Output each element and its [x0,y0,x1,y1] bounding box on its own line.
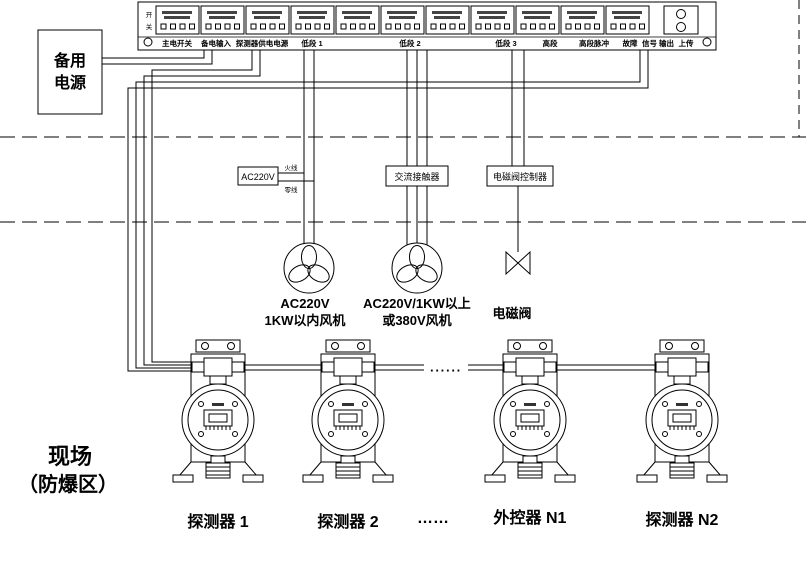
device-label-ellipsis: …… [417,510,449,527]
power-switch-on-label: 开 [146,11,153,19]
terminal-block [245,5,290,35]
terminal-label-high-pulse: 高段脉冲 [579,38,609,48]
terminal-block [380,5,425,35]
valve-controller-box: 电磁阀控制器 [486,165,554,187]
mount-hole-left [143,37,153,47]
terminal-label-low-3: 低段 3 [494,38,516,48]
zone-label-line2: （防爆区） [18,472,118,496]
terminal-block [290,5,335,35]
terminal-label-backup-input: 备电输入 [200,38,231,48]
ac220v-label: AC220V [241,172,275,182]
solenoid-valve-label: 电磁阀 [492,306,531,321]
device-label-detector-1: 探测器 1 [187,512,248,531]
terminal-block [605,5,650,35]
device-label-controller-n1: 外控器 N1 [493,508,567,527]
bus-wire-1 [151,50,253,363]
external-controller-n1 [484,339,576,483]
terminal-label-low-2: 低段 2 [398,38,420,48]
detector-2 [302,339,394,483]
bus-wire-3 [135,50,641,369]
live-wire-label: 火线 [285,163,299,172]
terminal-label-high: 高段 [543,38,558,48]
neutral-wire-label: 零线 [285,185,299,194]
contactor-label: 交流接触器 [394,171,439,182]
conduit-continuation-dots: ······ [430,363,462,378]
fan1-label-line2: 1KW以内风机 [265,313,346,328]
ac220v-box: AC220V 火线 零线 [237,163,299,194]
backup-power-label-line1: 备用 [53,51,86,70]
fan2-label-line2: 或380V风机 [382,313,451,328]
terminal-label-detector-supply: 探测器供电电源 [236,38,289,48]
terminal-block [470,5,515,35]
wires [102,50,656,372]
power-switch-off-label: 关 [146,22,153,31]
terminal-block [425,5,470,35]
backup-power-box: 备用 电源 [37,29,103,115]
detector-n2 [636,339,728,483]
terminal-block [560,5,605,35]
zone-label: 现场 （防爆区） [18,444,118,496]
device-labels: 探测器 1 探测器 2 …… 外控器 N1 探测器 N2 [187,508,718,531]
terminal-label-upload: 上传 [679,38,694,48]
terminal-block [155,5,200,35]
equipment-labels: AC220V 1KW以内风机 AC220V/1KW以上 或380V风机 电磁阀 [265,296,532,328]
backup-wire-1 [102,50,205,59]
detector-1 [172,339,264,483]
bus-wire-4 [127,50,649,372]
fan2-label-line1: AC220V/1KW以上 [363,296,471,311]
fan1-label-line1: AC220V [280,296,329,311]
mount-hole-right [702,37,712,47]
terminal-label-low-1: 低段 1 [300,38,322,48]
terminal-block [200,5,245,35]
zone-boundaries [0,0,806,223]
terminal-block [515,5,560,35]
terminal-label-fault: 故障 [623,38,638,48]
solenoid-valve-symbol [505,250,531,276]
fan-1-symbol [283,242,335,294]
terminal-labels: 主电开关 备电输入 探测器供电电源 低段 1 低段 2 低段 3 高段 高段脉冲… [162,38,694,48]
device-label-detector-2: 探测器 2 [317,512,378,531]
backup-power-label-line2: 电源 [54,73,86,92]
zone-label-line1: 现场 [48,444,92,469]
device-label-detector-n2: 探测器 N2 [646,510,719,529]
fan-2-symbol [391,242,443,294]
bus-wire-2 [143,50,261,366]
terminal-label-signal-output: 信号 输出 [642,38,674,48]
valve-controller-label: 电磁阀控制器 [493,171,547,182]
contactor-box: 交流接触器 [385,165,449,187]
backup-wire-2 [102,50,213,65]
terminal-label-main-switch: 主电开关 [162,38,192,48]
terminal-block [335,5,380,35]
terminal-strip [137,1,717,51]
